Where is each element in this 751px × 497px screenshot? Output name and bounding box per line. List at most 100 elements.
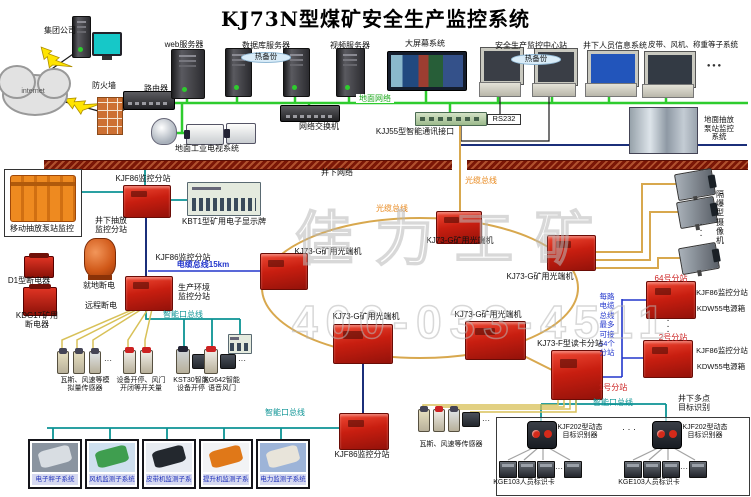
kjf202-reader-2 [652, 421, 682, 449]
card-label-2: KGE103人员标识卡 [618, 479, 680, 486]
wire [470, 398, 577, 413]
belt-sys-label: 皮带、风机、称重等子系统 [648, 40, 738, 49]
subsystem-power-photo [260, 443, 306, 472]
analog-sensor-label: 瓦斯、风速等模 拟量传感器 [60, 377, 110, 393]
kbt1-label: KBT1型矿用电子显示牌 [181, 217, 266, 226]
cable-capacity-label: 每路 电缆 总线 最多 可接 64个 分站 [599, 292, 615, 358]
bigscreen-device [387, 51, 467, 91]
center-pc-1 [479, 46, 524, 97]
box-camera-2 [224, 123, 256, 144]
kst30-sensor-cap [178, 346, 188, 352]
surface-pump-photo [629, 107, 698, 154]
substation-dots: · · · [666, 315, 670, 337]
network-switch [280, 105, 340, 122]
kg642-label: KG642智能 语音风门 [204, 377, 240, 393]
belt-pc [642, 51, 696, 98]
id-card-3 [537, 461, 555, 478]
subsystem-fan-photo [89, 443, 135, 472]
kjf86-bottom-label: KJF86监控分站 [334, 450, 390, 459]
switch-sensor-1-cap [125, 347, 134, 353]
optical-label-top: KJ73-G矿用光端机 [426, 236, 494, 245]
belt-pc-case [642, 84, 694, 98]
sensor-dots-2: ··· [238, 356, 246, 365]
subsystem-fan: 风机监测子系统 [85, 439, 139, 489]
kjf202-2-label: KJF202型动态 目标识别器 [682, 424, 728, 440]
center-pc-2-case [532, 82, 576, 97]
switch-sensor-2 [140, 347, 153, 374]
kst30-label: KST30智能 设备开停 [173, 377, 209, 393]
subsystem-hoist-photo [203, 443, 249, 472]
video-server-label: 视频服务器 [330, 41, 370, 50]
multi-target-label: 井下多点 目标识别 [678, 394, 710, 413]
internet-cloud [0, 64, 71, 116]
web-server-label: web服务器 [164, 40, 204, 49]
mobile-pump-box-generator [10, 175, 77, 223]
prod-env-substation [125, 276, 173, 311]
analog-sensor-3 [89, 348, 101, 374]
surface-ground-bar [467, 160, 748, 170]
rs232-label: RS232 [487, 114, 521, 125]
subsystem-hoist-photo-subject [208, 444, 244, 470]
firewall-device [97, 97, 123, 135]
internet-label: internet [21, 88, 45, 95]
hot-backup-1: 热备份 [241, 52, 291, 63]
substation1-label: 1号分站 [598, 383, 628, 392]
kbt1-display [187, 182, 261, 216]
id-card-2 [518, 461, 536, 478]
card-dots-2: ··· [680, 464, 688, 473]
prod-env-label: 生产环境 监控分站 [178, 283, 210, 302]
id-card-6 [643, 461, 661, 478]
analog-sensor-3-cap [91, 348, 99, 354]
subsystem-scale-photo-subject [37, 444, 73, 470]
subsystem-fan-label: 风机监测子系统 [89, 474, 135, 485]
row2-sensor-2 [433, 406, 445, 432]
kj73f-label: KJ73-F型读卡分站 [537, 339, 603, 348]
sensor-dots-3: ··· [482, 416, 490, 425]
id-card-8 [689, 461, 707, 478]
substation-64 [646, 281, 696, 319]
row2-device [462, 412, 480, 427]
video-server [336, 48, 365, 97]
wire [61, 308, 135, 351]
group-pc-tower [72, 16, 91, 58]
subsystem-scale-photo [32, 443, 78, 472]
wire [453, 398, 571, 410]
id-card-1 [499, 461, 517, 478]
sensor-row2-label: 瓦斯、风速等传感器 [419, 441, 483, 448]
personnel-pc-screen [587, 50, 639, 87]
optical-ring-uleft [260, 253, 308, 290]
id-card-5 [624, 461, 642, 478]
subsystem-hoist-label: 提升机监测子系统 [203, 474, 249, 485]
remote-cutoff-label: 远程断电 [85, 301, 117, 310]
local-cutoff-label: 就地断电 [83, 281, 115, 290]
firewall-label: 防火墙 [92, 81, 116, 90]
subsystem-scale-label: 电子秤子系统 [32, 474, 78, 485]
kjf86-b-label: KJF86监控分站 [155, 253, 211, 262]
mobile-pump-box [4, 169, 82, 237]
subsystem-belt: 皮带机监测子系统 [142, 439, 196, 489]
router-label: 路由器 [144, 84, 168, 93]
sensor-dots-1: ··· [104, 356, 112, 365]
center-pc-1-case [479, 82, 521, 97]
wire [595, 211, 678, 261]
fiber-bus-label-2: 光缆总线 [376, 204, 408, 213]
router-device [123, 91, 175, 110]
kst30-sensor [176, 346, 190, 374]
mine-camera-label: 隔 爆 型 摄 像 机 [716, 190, 724, 245]
kjf86-r2-label: KJF86监控分站 [696, 346, 748, 355]
optical-ring-bleft [333, 324, 393, 364]
subsystem-power-photo-subject [265, 444, 301, 470]
surface-pump-label: 地面抽放 泵站监控 系统 [704, 115, 734, 142]
smart-bus-mid-label: 智能口总线 [265, 408, 305, 417]
d1-breaker-label: D1型断电器 [7, 276, 51, 285]
card-label-1: KGE103人员标识卡 [493, 479, 555, 486]
row2-sensor-3-cap [450, 406, 458, 412]
analog-sensor-1 [57, 348, 69, 374]
kdg17-breaker [23, 284, 57, 316]
kjf86-substation-a [123, 185, 171, 218]
kjj55-device [415, 112, 487, 126]
id-card-4 [564, 461, 582, 478]
subsystem-belt-photo [146, 443, 192, 472]
center-station-label: 安全生产监控中心站 [495, 41, 567, 50]
